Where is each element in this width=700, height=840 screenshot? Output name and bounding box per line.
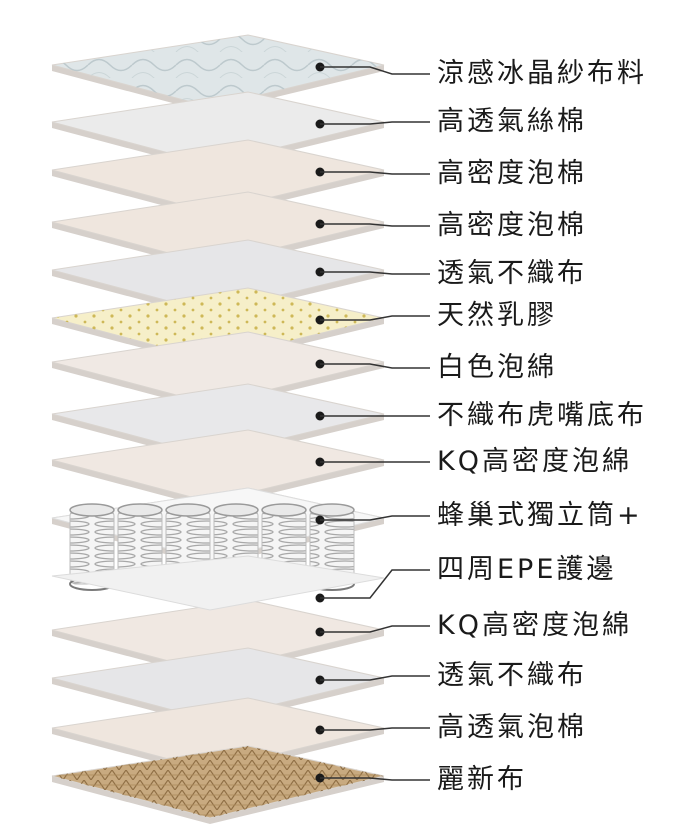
layer-label: 涼感冰晶紗布料 xyxy=(437,58,647,89)
layer-label: KQ高密度泡綿 xyxy=(437,446,632,477)
layer-label: 高密度泡棉 xyxy=(437,158,587,189)
layer-label: 天然乳膠 xyxy=(437,300,557,331)
leader-line xyxy=(315,359,430,369)
layer-label: 白色泡綿 xyxy=(437,352,557,383)
leader-line xyxy=(315,569,430,603)
layer-texture xyxy=(52,288,384,360)
layer-texture xyxy=(52,746,384,818)
layer-slab xyxy=(51,383,385,457)
leader-line xyxy=(315,457,430,467)
leader-line xyxy=(315,411,430,421)
layer-label: 透氣不織布 xyxy=(437,258,587,289)
leader-line xyxy=(315,625,430,637)
layer-label: 麗新布 xyxy=(437,764,527,795)
layer-slab xyxy=(51,139,385,213)
layer-label: 蜂巢式獨立筒+ xyxy=(437,500,643,531)
layer-slab xyxy=(51,599,385,673)
layer-label: 高透氣泡棉 xyxy=(437,712,587,743)
layer-label: 高密度泡棉 xyxy=(437,210,587,241)
layer-label: 四周EPE護邊 xyxy=(437,554,617,585)
leader-line xyxy=(315,62,430,75)
leader-line xyxy=(315,167,430,177)
pocket-spring xyxy=(69,503,115,591)
leader-line xyxy=(315,725,430,735)
layer-slab xyxy=(51,429,385,503)
leader-line xyxy=(315,515,430,525)
leader-line xyxy=(315,675,430,685)
leader-line xyxy=(315,119,430,129)
layer-slab xyxy=(51,331,385,405)
layer-label: 透氣不織布 xyxy=(437,660,587,691)
layer-label: 不織布虎嘴底布 xyxy=(437,400,647,431)
layer-texture xyxy=(52,35,384,107)
leader-line xyxy=(315,219,430,229)
layer-slab xyxy=(51,239,385,313)
leader-line xyxy=(315,267,430,277)
layer-slab xyxy=(51,191,385,265)
spring-block xyxy=(51,503,385,611)
leader-line xyxy=(315,315,430,325)
spring-base-fabric xyxy=(51,555,385,611)
leader-line xyxy=(315,773,430,783)
layer-label: 高透氣絲棉 xyxy=(437,106,587,137)
layer-label: KQ高密度泡綿 xyxy=(437,610,632,641)
